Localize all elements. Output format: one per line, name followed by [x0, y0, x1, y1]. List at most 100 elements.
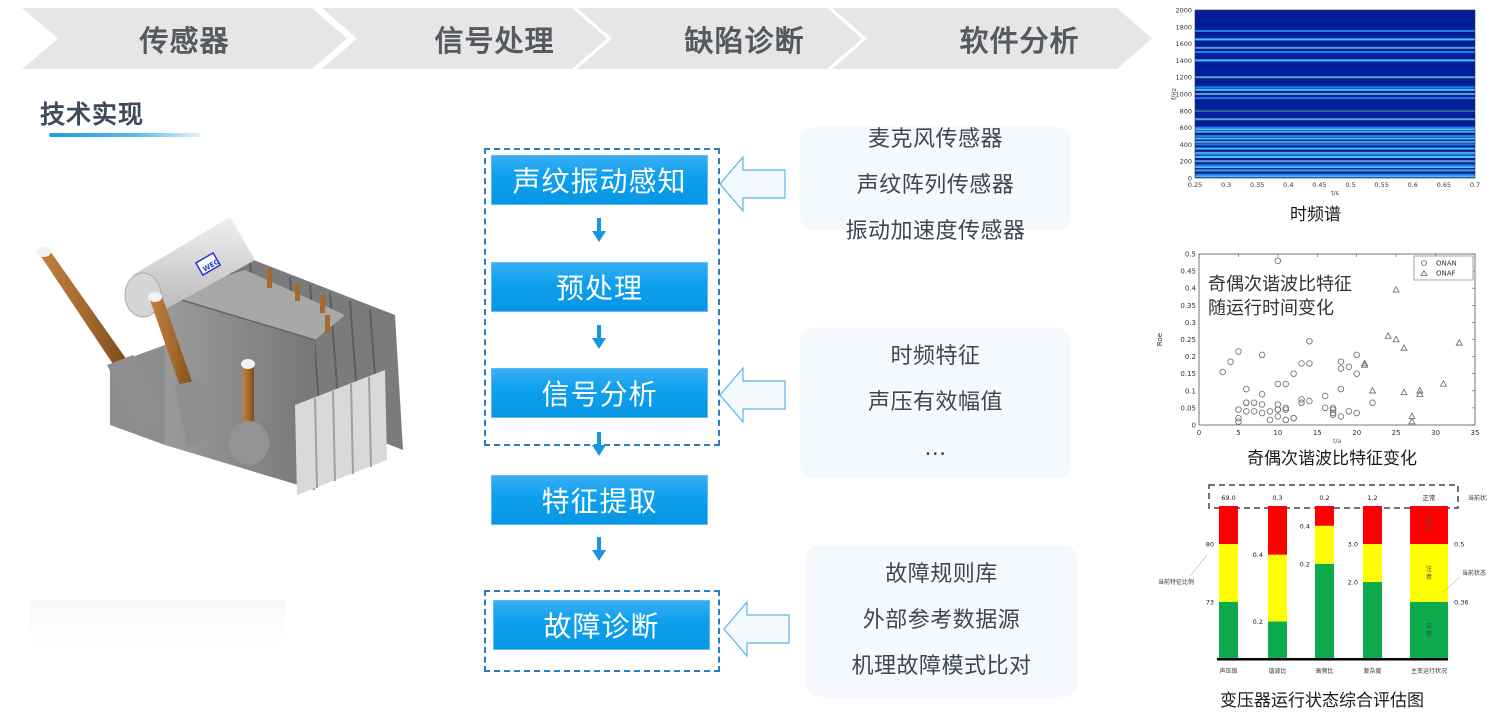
spectrogram-band: [1195, 147, 1475, 150]
y-tick-label: 0.2: [1185, 353, 1196, 361]
arrow-down-icon: [592, 325, 606, 349]
y-tick-label: 1000: [1175, 91, 1192, 99]
scatter-point-onan: [1290, 414, 1297, 422]
spectrogram-cell: [1195, 148, 1475, 153]
scatter-point-onan: [1321, 392, 1329, 400]
spectrogram-band: [1195, 76, 1475, 79]
banner-step-software-analysis: 软件分析: [832, 8, 1152, 69]
y-tick-label: 0: [1188, 175, 1192, 183]
scatter-point-onan: [1337, 413, 1345, 420]
x-tick-label: 20: [1352, 429, 1361, 437]
right-annotation: 当前状态: [1462, 569, 1486, 577]
scatter-point-onan: [1274, 257, 1282, 265]
scatter-point-onan: [1250, 399, 1258, 407]
threshold-label: 0.2: [1300, 560, 1310, 568]
spectrogram-cell: [1195, 81, 1475, 86]
low-voltage-bushings: [267, 270, 330, 333]
scatter-point-onan: [1329, 411, 1337, 418]
y-tick-label: 1800: [1175, 23, 1192, 31]
scatter-point-onan: [1258, 401, 1266, 408]
spectrogram-band: [1195, 160, 1475, 163]
flow-step-acoustic-vibration-sensing[interactable]: 声纹振动感知: [491, 155, 708, 205]
spectrogram-band: [1195, 110, 1475, 112]
baseline: [1217, 658, 1448, 661]
category-label: 高频比: [1315, 667, 1333, 675]
signal-features-box: 时频特征 声压有效幅值 …: [800, 328, 1071, 478]
spectrogram-cell: [1195, 22, 1475, 27]
scatter-point-onan: [1258, 390, 1266, 398]
y-tick-label: 1200: [1175, 74, 1192, 82]
scatter-point-onan: [1345, 363, 1353, 371]
scatter-point-onan: [1243, 399, 1250, 407]
spectrogram-cell: [1195, 144, 1475, 149]
scatter-point-onan: [1298, 360, 1305, 367]
x-tick-label: 15: [1313, 429, 1322, 437]
current-value-label: 正常: [1423, 493, 1436, 502]
scatter-point-onan: [1274, 406, 1282, 413]
conservator-tank: WEG: [124, 217, 255, 318]
threshold-label: 73: [1206, 598, 1214, 606]
flow-step-fault-diagnosis[interactable]: 故障诊断: [493, 600, 710, 650]
segment-label: 常: [1426, 525, 1432, 533]
scatter-frame: [1198, 253, 1476, 426]
scatter-point-onan: [1266, 416, 1274, 424]
scatter-point-onaf: [1360, 361, 1369, 368]
x-tick-label: 0.35: [1250, 181, 1264, 189]
scatter-point-onaf: [1368, 386, 1377, 394]
sensor-inputs-box: 麦克风传感器 声纹阵列传感器 振动加速度传感器: [800, 127, 1071, 244]
info-line: 振动加速度传感器: [845, 219, 1026, 244]
spectrogram-band: [1195, 118, 1475, 121]
radiator-bank-front: [295, 370, 387, 495]
flow-step-signal-analysis[interactable]: 信号分析: [491, 368, 708, 418]
flow-step-feature-extraction[interactable]: 特征提取: [491, 475, 708, 525]
x-tick-label: 0.45: [1312, 181, 1326, 189]
scatter-point-onaf: [1408, 417, 1416, 425]
spectrogram-band: [1195, 93, 1475, 95]
current-value-label: 69.0: [1221, 494, 1235, 502]
x-tick-label: 0.4: [1283, 181, 1293, 189]
high-voltage-bushings: [37, 247, 269, 465]
spectrogram-band: [1195, 128, 1475, 131]
spectrogram-cell: [1195, 35, 1475, 40]
status-assessment-bar-chart: 69.0声压级73800.3谐波比0.20.40.2高频比0.20.41.2复杂…: [1158, 484, 1487, 675]
current-value-label: 1.2: [1367, 494, 1377, 502]
y-tick-label: 1400: [1175, 57, 1192, 65]
x-tick-label: 35: [1471, 429, 1480, 437]
spectrogram-cell: [1195, 123, 1475, 128]
spectrogram-cell: [1195, 89, 1475, 94]
spectrogram-band: [1195, 51, 1475, 53]
scatter-point-onan: [1274, 401, 1282, 408]
scatter-point-onan: [1306, 337, 1313, 345]
arrow-down-icon: [592, 537, 606, 561]
scatter-point-onan: [1353, 351, 1360, 359]
image-fade-strip: [30, 600, 285, 650]
scatter-point-onan: [1282, 416, 1289, 424]
spectrogram-band: [1195, 169, 1475, 172]
diagnosis-sources-box: 故障规则库 外部参考数据源 机理故障模式比对: [806, 545, 1077, 697]
y-axis-label: f/Hz: [1171, 88, 1178, 100]
x-tick-label: 10: [1273, 429, 1282, 437]
scatter-point-onan: [1353, 370, 1360, 377]
spectrogram-band: [1195, 126, 1475, 129]
scatter-point-onan: [1321, 404, 1329, 412]
scatter-point-onaf: [1455, 338, 1463, 346]
process-banner: 传感器 信号处理 缺陷诊断 软件分析: [22, 8, 1152, 69]
current-value-label: 0.2: [1319, 494, 1329, 502]
bar-segment-yellow: [1268, 554, 1287, 622]
spectrogram-cell: [1195, 26, 1475, 31]
spectrogram-band: [1195, 153, 1475, 156]
scatter-point-onan: [1227, 358, 1234, 365]
scatter-point-onan: [1235, 348, 1242, 355]
spectrogram-band: [1195, 137, 1475, 140]
current-values-frame: [1208, 484, 1459, 509]
bar-segment-yellow: [1410, 544, 1448, 602]
x-tick-label: 25: [1392, 429, 1401, 437]
scatter-point-onan: [1337, 358, 1345, 365]
y-tick-label: 0.5: [1185, 251, 1196, 259]
flow-step-preprocessing[interactable]: 预处理: [491, 262, 708, 312]
spectrogram-cell: [1195, 106, 1475, 111]
input-arrow-left-icon: [719, 155, 786, 213]
legend-label-onaf: ONAF: [1436, 270, 1456, 278]
scatter-point-onan: [1329, 409, 1337, 417]
